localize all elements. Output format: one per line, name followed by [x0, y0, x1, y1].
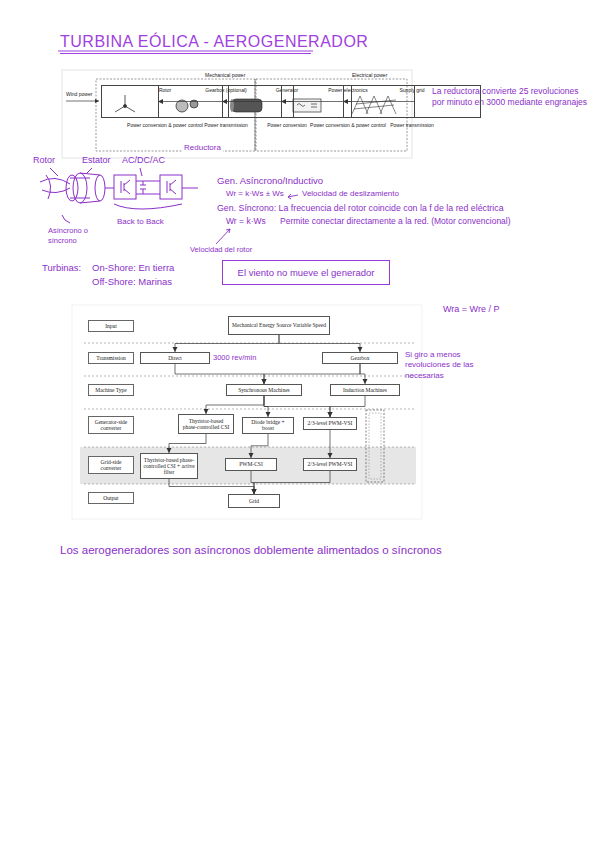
note-label: Turbinas: — [42, 262, 92, 274]
note-label: Wr = k·Ws — [226, 216, 278, 227]
process-box: Synchronous Machines — [226, 384, 302, 396]
note-label: Gen. Asíncrono/Inductivo — [217, 175, 367, 187]
note-label: Reductora — [182, 143, 223, 153]
row-label-box: Machine Type — [88, 384, 134, 396]
connector-arrow — [251, 471, 254, 494]
note-label: Wind power — [66, 91, 96, 98]
note-label: Wra = Wre / P — [443, 304, 533, 316]
connector-arrow — [254, 471, 330, 494]
box-caption: Power transmission — [342, 122, 482, 128]
box-text: Direct — [168, 355, 182, 361]
note-label: Permite conectar directamente a la red. … — [280, 216, 590, 227]
box-text: Gearbox (optional) — [159, 86, 293, 93]
note-label: Los aerogeneradores son asíncronos doble… — [60, 543, 560, 558]
connector-arrow — [264, 364, 360, 384]
note-label: Velocidad del rotor — [190, 245, 290, 255]
row-label-box: Input — [88, 320, 134, 332]
connector-arrow — [169, 434, 206, 453]
box-text: Mechanical Energy Source Variable Speed — [232, 322, 326, 328]
connector-arrow — [169, 479, 254, 494]
box-text: Supply grid — [344, 86, 480, 93]
wind-chain-figure — [62, 70, 412, 158]
process-box: Thyristor-based phase-controlled CSI — [178, 414, 234, 434]
note-label: Velocidad de deslizamiento — [302, 189, 442, 199]
connector-arrow — [330, 396, 365, 417]
process-box: Mechanical Energy Source Variable Speed — [228, 316, 330, 335]
connector-arrow — [343, 101, 415, 102]
box-text: 2/3-level PWM-VSI — [308, 420, 353, 426]
connector-arrow — [264, 396, 330, 417]
connector-arrow — [330, 430, 331, 458]
process-box: Direct — [140, 352, 210, 364]
connector-arrow — [360, 364, 365, 384]
connector-arrow — [206, 396, 264, 414]
note-label: La reductora convierte 25 revoluciones p… — [432, 86, 592, 108]
note-label: Wr = k·Ws ± Ws — [226, 189, 296, 199]
box-text: Diode bridge + boost — [245, 419, 291, 432]
title-underline — [58, 51, 313, 54]
process-box: 2/3-level PWM-VSI — [303, 458, 357, 471]
generator-sketch — [40, 168, 198, 223]
connector-arrow — [175, 364, 264, 384]
box-text: Transmission — [96, 355, 125, 361]
note-label: 3000 rev/min — [213, 353, 275, 363]
process-box: Induction Machines — [330, 384, 400, 396]
note-label: Electrical power — [352, 72, 407, 79]
process-box: Gearbox (optional)Power transmission — [158, 85, 294, 118]
box-text: Thyristor-based phase-controlled CSI + a… — [143, 457, 195, 476]
box-text: Thyristor-based phase-controlled CSI — [181, 418, 231, 431]
note-label: Off-Shore: Marinas — [92, 276, 212, 288]
box-text: Generator-side converter — [91, 419, 131, 432]
converter-flowchart — [72, 305, 422, 519]
page-title: TURBINA EÓLICA - AEROGENERADOR — [60, 32, 368, 53]
process-box: PWM-CSI — [225, 458, 277, 471]
process-box: Power electronicsPower conversion & powe… — [281, 85, 415, 118]
box-text: Output — [103, 495, 118, 501]
note-label: Asíncrono o síncrono — [48, 226, 102, 246]
note-label: AC/DC/AC — [122, 155, 182, 167]
box-text: El viento no mueve el generador — [238, 267, 375, 278]
box-text: Grid-side converter — [91, 459, 131, 472]
note-label: Rotor — [33, 155, 73, 167]
note-label: Gen. Síncrono: La frecuencia del rotor c… — [217, 203, 600, 214]
connector-arrow — [251, 434, 268, 458]
process-box: Grid — [228, 494, 280, 508]
box-text: Input — [105, 323, 117, 329]
box-text: 2/3-level PWM-VSI — [308, 461, 353, 467]
row-label-box: Output — [88, 492, 134, 504]
note-label: Estator — [82, 155, 122, 167]
note-label: Mechanical power — [205, 72, 265, 79]
row-label-box: Transmission — [88, 352, 134, 364]
process-box: Gearbox — [322, 352, 398, 364]
note-label: Back to Back — [117, 217, 187, 227]
box-text: Grid — [249, 498, 259, 504]
box-text: Machine Type — [95, 387, 126, 393]
process-box: Diode bridge + boost — [242, 417, 294, 434]
connector-arrow — [158, 101, 229, 102]
connector-arrow — [175, 335, 279, 352]
box-text: Gearbox — [351, 355, 370, 361]
note-box: El viento no mueve el generador — [222, 260, 390, 285]
box-text: PWM-CSI — [239, 461, 263, 467]
process-box: Thyristor-based phase-controlled CSI + a… — [140, 453, 198, 479]
process-box: 2/3-level PWM-VSI — [303, 417, 357, 430]
box-text: Induction Machines — [343, 387, 387, 393]
row-label-box: Generator-side converter — [88, 416, 134, 434]
connector-arrow — [279, 335, 360, 352]
connector-arrow — [281, 101, 352, 102]
row-label-box: Grid-side converter — [88, 456, 134, 474]
box-text: Synchronous Machines — [238, 387, 289, 393]
note-label: Si giro a menos revoluciones de las nece… — [405, 350, 495, 381]
box-text: Power electronics — [282, 86, 414, 93]
note-label: On-Shore: En tierra — [92, 262, 212, 274]
process-box: Supply gridPower transmission — [343, 85, 481, 118]
